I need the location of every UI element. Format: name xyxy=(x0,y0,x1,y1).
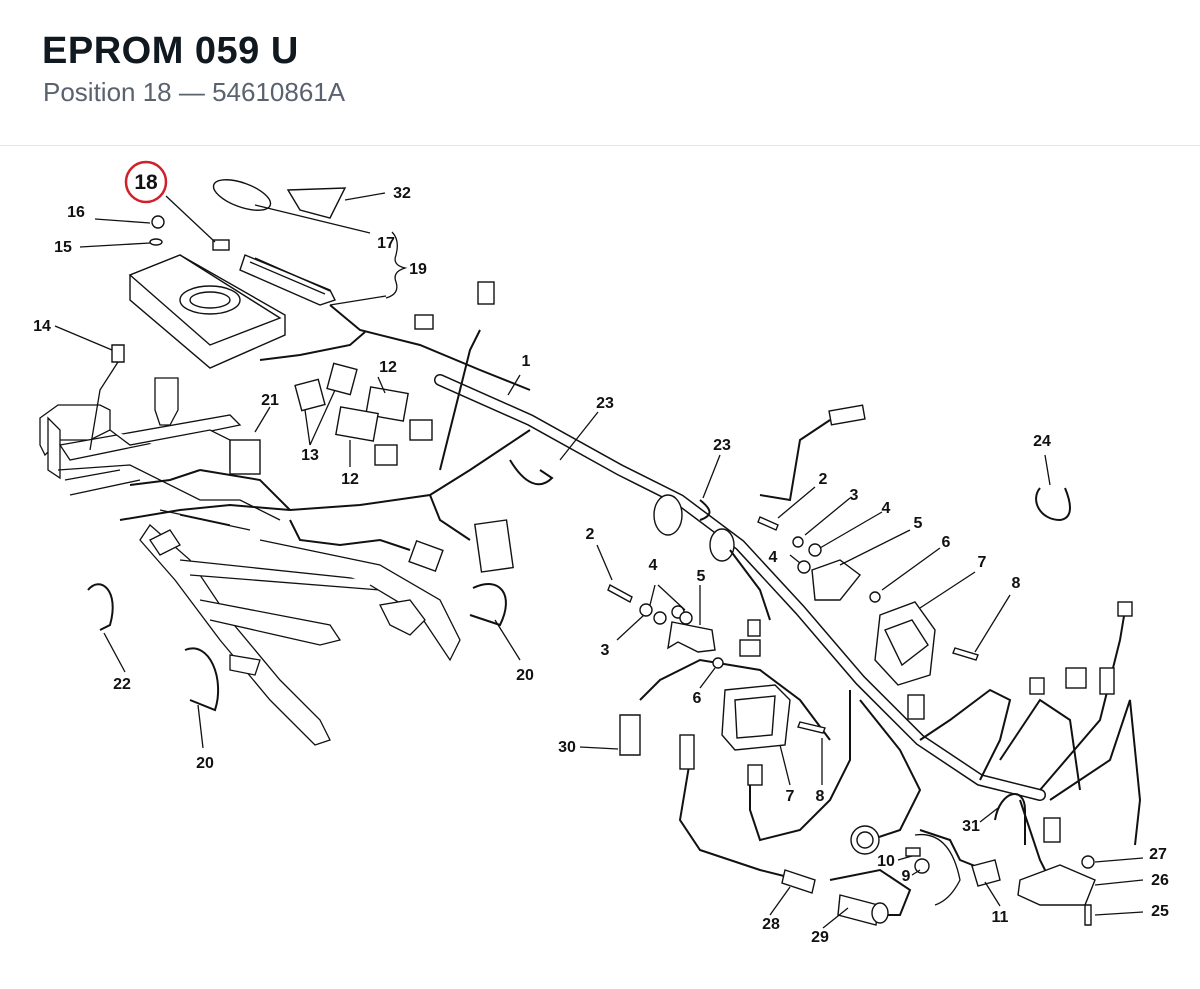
label-2: 2 xyxy=(586,526,595,543)
label-12: 12 xyxy=(379,359,397,376)
label-26: 26 xyxy=(1151,872,1169,889)
part-labels: 1 2 2 3 3 4 4 4 5 5 6 6 7 7 8 8 9 10 11 … xyxy=(33,185,1169,946)
label-10: 10 xyxy=(877,853,895,870)
label-7: 7 xyxy=(978,554,987,571)
label-17: 17 xyxy=(377,235,395,252)
header: EPROM 059 U Position 18 — 54610861A xyxy=(0,0,1200,146)
label-20: 20 xyxy=(196,755,214,772)
parts-diagram: 18 1 2 2 3 3 4 4 4 5 5 6 6 7 7 8 8 9 10 … xyxy=(0,146,1200,989)
label-23: 23 xyxy=(713,437,731,454)
label-20: 20 xyxy=(516,667,534,684)
label-3: 3 xyxy=(601,642,610,659)
page-title: EPROM 059 U xyxy=(42,30,299,72)
sensor-30 xyxy=(619,714,641,756)
label-31: 31 xyxy=(962,818,980,835)
hose-31 xyxy=(994,793,1026,845)
label-14: 14 xyxy=(33,318,51,335)
label-1: 1 xyxy=(522,353,531,370)
sensor-29 xyxy=(837,894,879,926)
label-25: 25 xyxy=(1151,903,1169,920)
clamp-23a xyxy=(509,459,554,486)
label-7: 7 xyxy=(786,788,795,805)
label-22: 22 xyxy=(113,676,131,693)
clamp-22 xyxy=(87,583,114,631)
clamp-24 xyxy=(1035,487,1071,522)
label-29: 29 xyxy=(811,929,829,946)
label-plate-32 xyxy=(286,187,347,219)
label-9: 9 xyxy=(902,868,911,885)
label-16: 16 xyxy=(67,204,85,221)
ecu-module xyxy=(128,239,531,391)
clamp-23b xyxy=(699,499,711,521)
nut-16 xyxy=(151,215,165,229)
washer-15 xyxy=(149,238,163,246)
label-5: 5 xyxy=(697,568,706,585)
main-harness xyxy=(119,329,1142,916)
clamp-20b xyxy=(184,647,220,712)
exploded-view-svg: 18 1 2 2 3 3 4 4 4 5 5 6 6 7 7 8 8 9 10 … xyxy=(33,160,1169,946)
label-4: 4 xyxy=(882,500,891,517)
label-32: 32 xyxy=(393,185,411,202)
label-5: 5 xyxy=(914,515,923,532)
fuse-14 xyxy=(111,344,125,363)
label-12: 12 xyxy=(341,471,359,488)
label-4: 4 xyxy=(649,557,658,574)
eprom-chip xyxy=(212,239,230,251)
callout-18: 18 xyxy=(134,171,158,194)
label-3: 3 xyxy=(850,487,859,504)
label-8: 8 xyxy=(816,788,825,805)
label-15: 15 xyxy=(54,239,72,256)
label-6: 6 xyxy=(693,690,702,707)
sticker-17 xyxy=(212,179,272,211)
label-8: 8 xyxy=(1012,575,1021,592)
spark-plug-28 xyxy=(781,869,816,894)
bracket-26 xyxy=(1017,864,1096,906)
label-2: 2 xyxy=(819,471,828,488)
label-30: 30 xyxy=(558,739,576,756)
label-24: 24 xyxy=(1033,433,1051,450)
hardware xyxy=(607,516,1001,887)
leader-lines xyxy=(54,192,1144,929)
label-4: 4 xyxy=(769,549,778,566)
frame xyxy=(39,377,461,746)
clamp-20a xyxy=(469,582,507,627)
label-28: 28 xyxy=(762,916,780,933)
label-11: 11 xyxy=(992,909,1009,926)
label-23: 23 xyxy=(596,395,614,412)
label-6: 6 xyxy=(942,534,951,551)
label-13: 13 xyxy=(301,447,319,464)
page-subtitle: Position 18 — 54610861A xyxy=(43,77,346,107)
connectors xyxy=(229,281,1133,855)
label-27: 27 xyxy=(1149,846,1167,863)
highlight-ring xyxy=(124,160,168,204)
label-19: 19 xyxy=(409,261,427,278)
label-21: 21 xyxy=(261,392,279,409)
